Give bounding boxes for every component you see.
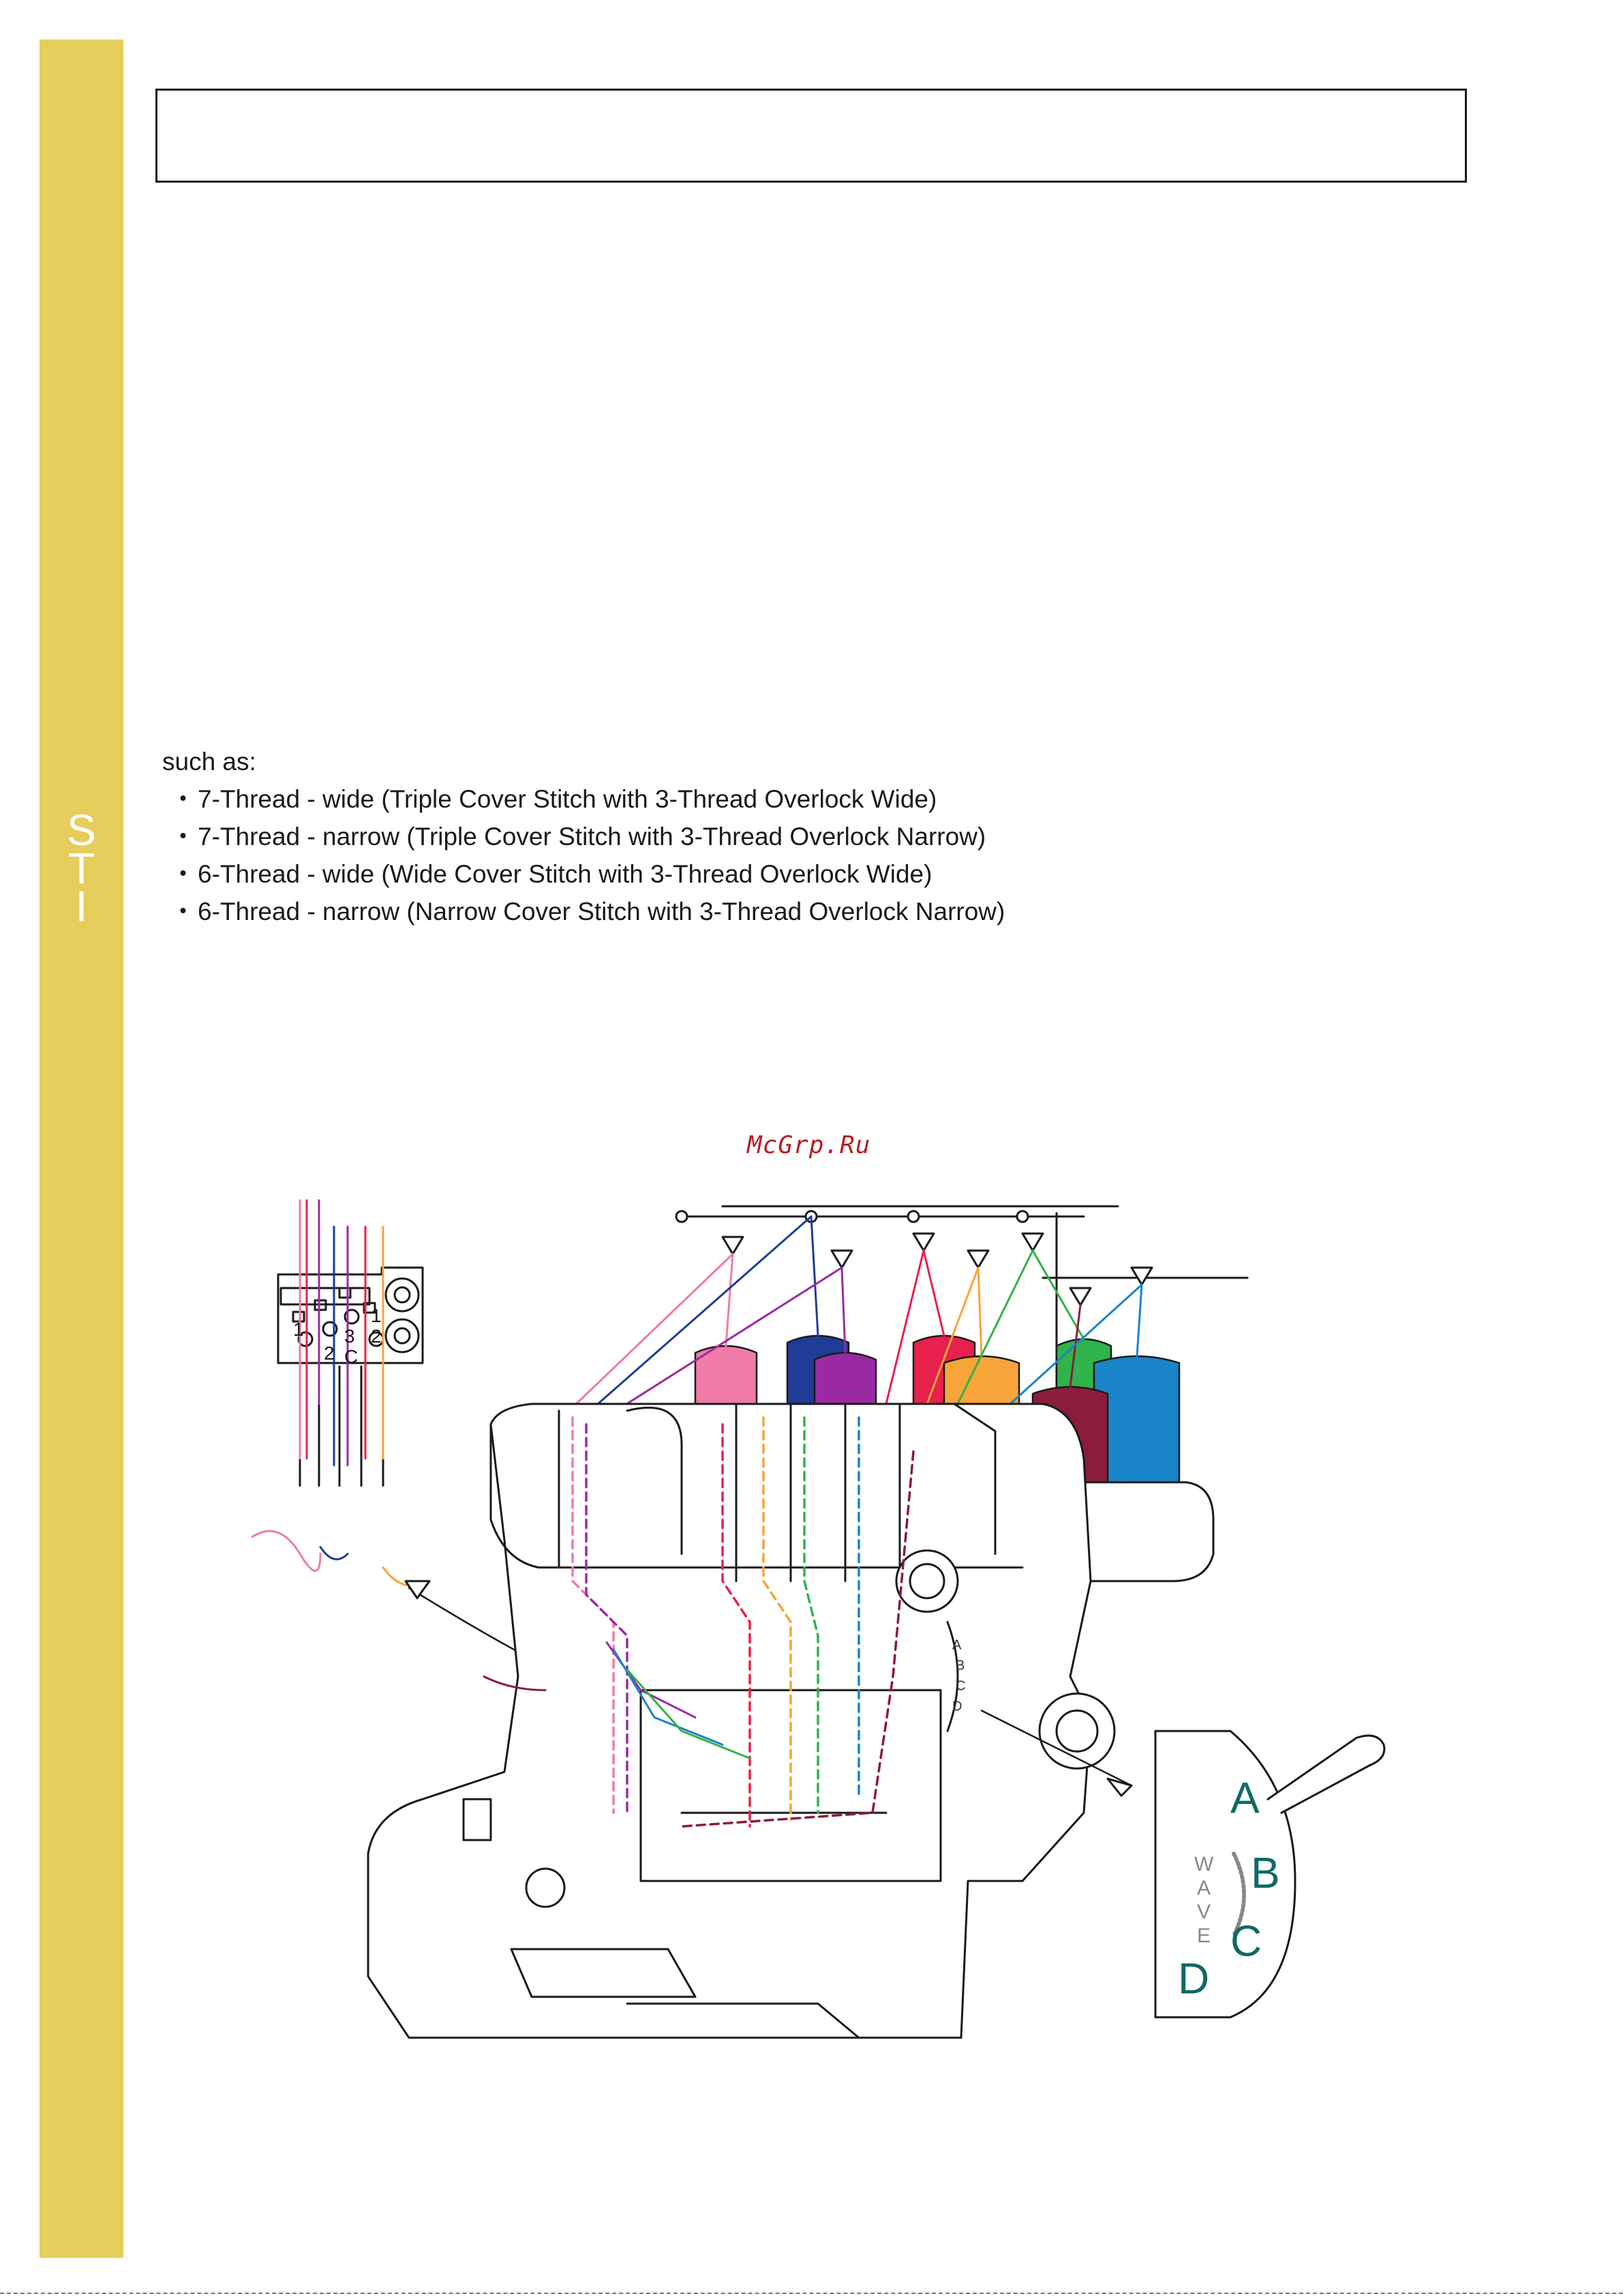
lead-text: such as: xyxy=(162,748,256,776)
sidebar-letters: S T I xyxy=(40,806,123,931)
list-item: ・7-Thread - wide (Triple Cover Stitch wi… xyxy=(170,785,937,813)
needle-label: 2 xyxy=(371,1326,382,1347)
stitch-dial-inset xyxy=(1154,1730,1386,2019)
machine-dial-letter: D xyxy=(952,1699,962,1714)
sidebar-letter: I xyxy=(75,882,88,931)
machine-dial-letter: A xyxy=(952,1638,962,1653)
serger-body xyxy=(367,1403,1116,2039)
dial-letter-b: B xyxy=(1251,1848,1280,1897)
looper-threads xyxy=(483,1641,751,1760)
sidebar-band xyxy=(40,40,123,2258)
title-box xyxy=(155,89,1467,183)
needle-label: 1 xyxy=(371,1305,382,1326)
internal-thread-paths xyxy=(571,1416,915,1828)
needle-label: 1 xyxy=(293,1319,304,1340)
dial-letter-d: D xyxy=(1178,1954,1209,2003)
needle-label: 3 xyxy=(344,1326,355,1347)
page-bottom-rule xyxy=(0,2293,1623,2294)
machine-dial-letter: C xyxy=(956,1679,965,1694)
dial-letter-a: A xyxy=(1230,1773,1260,1822)
sidebar-letter: T xyxy=(67,844,95,893)
machine-dial-letter: B xyxy=(956,1658,965,1673)
stitch-list: ・7-Thread - wide (Triple Cover Stitch wi… xyxy=(162,780,1321,930)
needle-label: 2 xyxy=(324,1343,335,1364)
thread-routes xyxy=(571,1215,1143,1422)
wave-letter: V xyxy=(1197,1901,1211,1923)
dial-letter-c: C xyxy=(1230,1916,1262,1965)
sidebar-letter: S xyxy=(67,806,96,855)
list-item: ・6-Thread - wide (Wide Cover Stitch with… xyxy=(170,860,932,888)
needle-label: C xyxy=(344,1346,358,1367)
watermark: McGrp.Ru xyxy=(747,1131,871,1159)
dial-arrow xyxy=(980,1709,1133,1787)
list-item: ・7-Thread - narrow (Triple Cover Stitch … xyxy=(170,823,986,851)
serger-illustration: 1 2 3 C 1 2 A B C D A B C D W A V E xyxy=(251,1199,1386,2039)
machine-dial-scale xyxy=(946,1621,959,1732)
wave-letter: W xyxy=(1194,1853,1214,1876)
wave-letter: E xyxy=(1197,1925,1211,1947)
stitch-options: such as: ・7-Thread - wide (Triple Cover … xyxy=(162,743,1321,930)
thread-stand xyxy=(675,1205,1249,1446)
list-item: ・6-Thread - narrow (Narrow Cover Stitch … xyxy=(170,898,1005,925)
wave-letter: A xyxy=(1197,1877,1211,1899)
dial-arrow-head xyxy=(1106,1777,1133,1797)
